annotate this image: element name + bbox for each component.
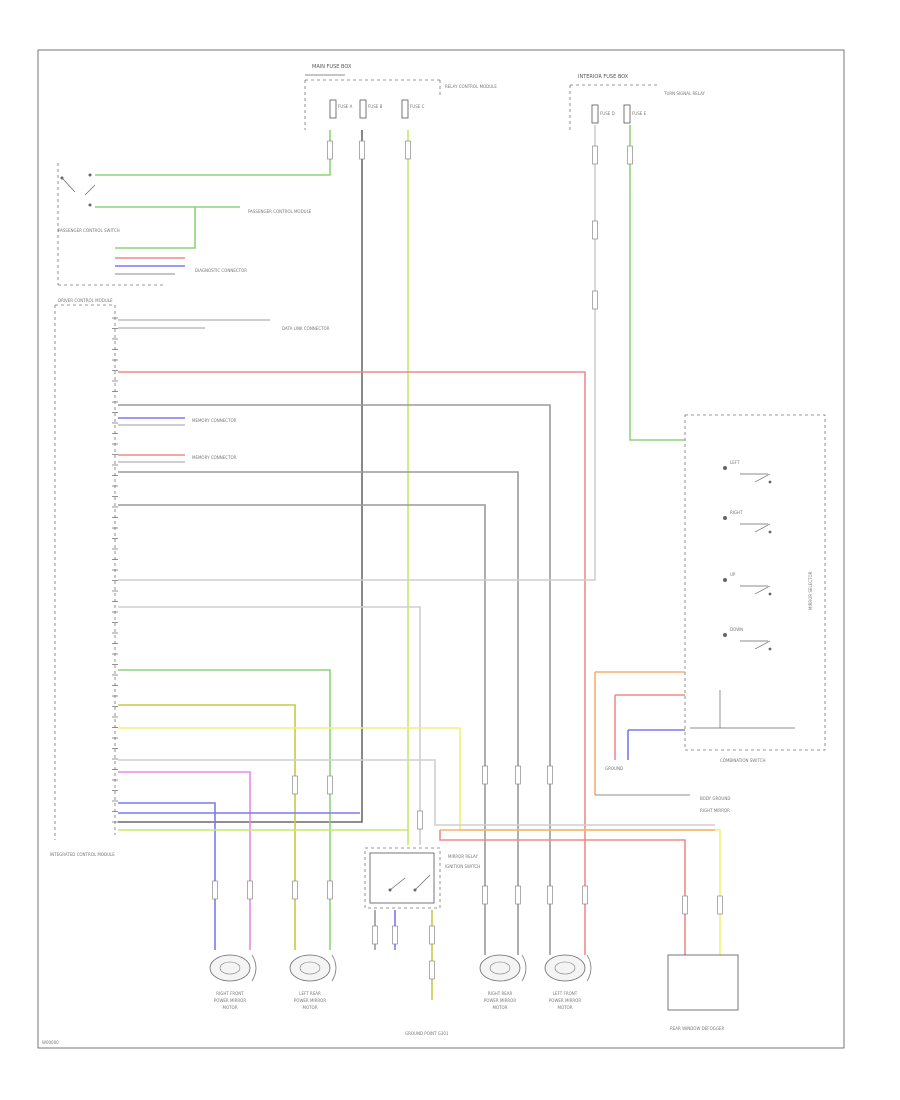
connector-marks — [212, 140, 723, 980]
notes: PASSENGER CONTROL MODULE DIAGNOSTIC CONN… — [192, 209, 730, 869]
center-relay: MIRROR RELAY — [364, 847, 478, 909]
connector-mark — [592, 290, 598, 310]
connector-mark — [292, 775, 298, 795]
connector-mark — [515, 765, 521, 785]
top-right-fuse-title: INTERIOR FUSE BOX — [578, 74, 629, 80]
connector-mark — [372, 925, 378, 945]
combination-switch-contact: RIGHT — [723, 510, 772, 534]
mirror-motor-caption: MOTOR — [493, 1005, 508, 1010]
note-diagnostic-connector: DIAGNOSTIC CONNECTOR — [195, 268, 247, 273]
mirror-motor: RIGHT REAR POWER MIRROR MOTOR — [479, 954, 527, 1010]
combination-switch-contact: UP — [723, 572, 772, 596]
note-memory-2: MEMORY CONNECTOR — [192, 455, 237, 460]
mirror-motor: LEFT REAR POWER MIRROR MOTOR — [289, 954, 337, 1010]
bottom-right-box: REAR WINDOW DEFOGGER — [667, 954, 739, 1031]
top-center-fuse-title: MAIN FUSE BOX — [312, 64, 352, 70]
connector-mark — [327, 140, 333, 160]
mirror-motor: RIGHT FRONT POWER MIRROR MOTOR — [209, 954, 257, 1010]
connector-mark — [592, 145, 598, 165]
lower-note-ground: GROUND — [605, 766, 623, 771]
lower-note-right-mirror: RIGHT MIRROR — [700, 808, 730, 813]
mirror-motors: RIGHT FRONT POWER MIRROR MOTOR LEFT REAR POW… — [209, 954, 592, 1010]
top-right-fuse-box: INTERIOR FUSE BOX FUSE D FUSE E TURN SIG… — [569, 74, 706, 130]
combination-switch-label: RIGHT — [730, 510, 743, 515]
connector-mark — [627, 145, 633, 165]
combination-switch-label: UP — [730, 572, 736, 577]
top-center-side-note: RELAY CONTROL MODULE — [445, 84, 497, 89]
mirror-motor-caption: POWER MIRROR — [214, 998, 246, 1003]
connector-mark — [417, 810, 423, 830]
mirror-motor-caption: MOTOR — [558, 1005, 573, 1010]
note-ignition: IGNITION SWITCH — [445, 864, 480, 869]
connector-mark — [682, 895, 688, 915]
mirror-motor-caption: POWER MIRROR — [549, 998, 581, 1003]
fuse-e-label: FUSE E — [632, 111, 647, 116]
lower-note-body-ground: BODY GROUND — [700, 796, 730, 801]
bottom-right-box-caption: REAR WINDOW DEFOGGER — [670, 1026, 724, 1031]
center-relay-caption: MIRROR RELAY — [448, 854, 478, 859]
connector-mark — [359, 140, 365, 160]
combination-switch-label: LEFT — [730, 460, 740, 465]
connector-mark — [482, 765, 488, 785]
diagram-frame — [37, 49, 845, 1049]
top-center-fuse-box: MAIN FUSE BOX FUSE A FUSE B FUSE C RELAY… — [304, 64, 497, 130]
left-module: DRIVER CONTROL MODULE INTEGRATED CONTROL… — [50, 298, 118, 857]
ground-center-caption: GROUND POINT G301 — [405, 1031, 449, 1036]
mirror-motor-caption: LEFT REAR — [299, 991, 321, 996]
mirror-motor-caption: MOTOR — [223, 1005, 238, 1010]
note-memory-1: MEMORY CONNECTOR — [192, 418, 237, 423]
connector-mark — [247, 880, 253, 900]
connector-mark — [547, 765, 553, 785]
mirror-motor-caption: POWER MIRROR — [484, 998, 516, 1003]
wires — [95, 125, 721, 1000]
connector-mark — [327, 775, 333, 795]
left-module-bottom-caption: INTEGRATED CONTROL MODULE — [50, 852, 115, 857]
mirror-motor-caption: LEFT FRONT — [553, 991, 578, 996]
top-right-side-note: TURN SIGNAL RELAY — [663, 91, 706, 96]
connector-mark — [429, 960, 435, 980]
mirror-motor-caption: MOTOR — [303, 1005, 318, 1010]
ground-center: GROUND POINT G301 — [405, 1031, 449, 1036]
mirror-motor-caption: RIGHT FRONT — [216, 991, 244, 996]
connector-mark — [547, 885, 553, 905]
connector-mark — [327, 880, 333, 900]
connector-mark — [292, 880, 298, 900]
fuse-c-label: FUSE C — [410, 104, 425, 109]
mirror-motor: LEFT FRONT POWER MIRROR MOTOR — [544, 954, 592, 1010]
connector-mark — [515, 885, 521, 905]
connector-mark — [592, 220, 598, 240]
connector-mark — [392, 925, 398, 945]
right-module-vertical-label: MIRROR SELECTOR — [808, 571, 813, 610]
note-passenger-module: PASSENGER CONTROL MODULE — [248, 209, 312, 214]
right-module-caption: COMBINATION SWITCH — [720, 758, 765, 763]
footer-code: W00000 — [42, 1040, 59, 1045]
upper-left-switch-caption: PASSENGER CONTROL SWITCH — [58, 228, 120, 233]
connector-mark — [405, 140, 411, 160]
fuse-a-label: FUSE A — [338, 104, 353, 109]
combination-switch-label: DOWN — [730, 627, 743, 632]
fuse-d-label: FUSE D — [600, 111, 615, 116]
connector-mark — [482, 885, 488, 905]
combination-switch-contact: LEFT — [723, 460, 772, 484]
fuse-b-label: FUSE B — [368, 104, 383, 109]
left-module-caption: DRIVER CONTROL MODULE — [58, 298, 113, 303]
right-module: COMBINATION SWITCH MIRROR SELECTOR LEFT R… — [684, 414, 826, 763]
connector-mark — [212, 880, 218, 900]
note-data-link: DATA LINK CONNECTOR — [282, 326, 330, 331]
connector-mark — [429, 925, 435, 945]
mirror-motor-caption: POWER MIRROR — [294, 998, 326, 1003]
connector-mark — [717, 895, 723, 915]
combination-switch-contact: DOWN — [723, 627, 772, 651]
upper-left-switch: PASSENGER CONTROL SWITCH — [57, 163, 165, 286]
connector-mark — [582, 885, 588, 905]
mirror-motor-caption: RIGHT REAR — [488, 991, 513, 996]
